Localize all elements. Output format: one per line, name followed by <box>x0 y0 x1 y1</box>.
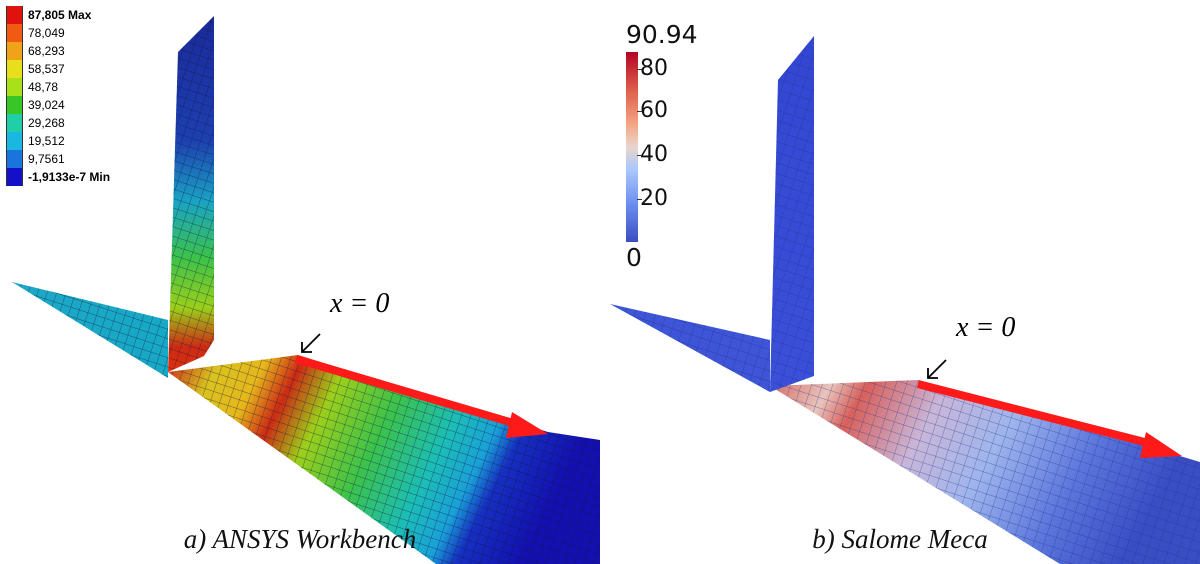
path-arrow <box>917 380 1182 458</box>
legend-entry: 48,78 <box>6 78 110 96</box>
legend-entry: 68,293 <box>6 42 110 60</box>
ansys-mesh-render <box>12 16 600 564</box>
legend-entry: 78,049 <box>6 24 110 42</box>
caption: b) Salome Meca <box>812 524 988 554</box>
legend: 87,805 Max 78,049 68,293 58,537 48,78 39,024 2… <box>6 6 110 186</box>
salome-mesh-render <box>610 36 1200 564</box>
legend-entry: 87,805 Max <box>6 6 110 24</box>
legend-label: 39,024 <box>28 98 65 112</box>
legend-swatch <box>6 78 23 96</box>
caption: a) ANSYS Workbench <box>183 524 417 554</box>
legend-label: 9,7561 <box>28 152 65 166</box>
colorbar-min: 0 <box>626 243 642 272</box>
legend-entry: 9,7561 <box>6 150 110 168</box>
legend-swatch <box>6 24 23 42</box>
legend-label: 58,537 <box>28 62 65 76</box>
colorbar-tick: 40 <box>637 142 668 167</box>
legend-label: 29,268 <box>28 116 65 130</box>
legend-swatch <box>6 42 23 60</box>
colorbar-tick: 80 <box>637 56 668 81</box>
x-zero-label: x = 0 <box>956 312 1016 343</box>
path-arrow <box>294 355 548 438</box>
colorbar <box>626 52 638 242</box>
legend-swatch <box>6 96 23 114</box>
panel-salome: 90.94 80 60 40 20 0 x = 0 b) Salome Meca <box>600 0 1200 564</box>
legend-swatch <box>6 60 23 78</box>
legend-label: -1,9133e-7 Min <box>28 170 111 184</box>
pointer-arrow <box>927 359 947 379</box>
x-zero-label: x = 0 <box>330 288 390 319</box>
legend-swatch <box>6 168 23 186</box>
legend-swatch <box>6 150 23 168</box>
legend-swatch <box>6 6 23 24</box>
legend-label: 19,512 <box>28 134 65 148</box>
legend-entry: 58,537 <box>6 60 110 78</box>
legend-label: 78,049 <box>28 26 65 40</box>
pointer-arrow <box>301 333 321 353</box>
legend-label: 48,78 <box>28 80 59 94</box>
legend-entry: 19,512 <box>6 132 110 150</box>
legend-entry: -1,9133e-7 Min <box>6 168 110 186</box>
panel-ansys: 87,805 Max 78,049 68,293 58,537 48,78 39,024 2… <box>6 6 600 564</box>
colorbar-tick: 20 <box>637 186 668 211</box>
legend-swatch <box>6 114 23 132</box>
legend-label: 87,805 Max <box>28 8 92 22</box>
legend-entry: 39,024 <box>6 96 110 114</box>
legend-entry: 29,268 <box>6 114 110 132</box>
legend-swatch <box>6 132 23 150</box>
legend-label: 68,293 <box>28 44 65 58</box>
colorbar-tick: 60 <box>637 98 668 123</box>
colorbar-max: 90.94 <box>626 20 698 49</box>
